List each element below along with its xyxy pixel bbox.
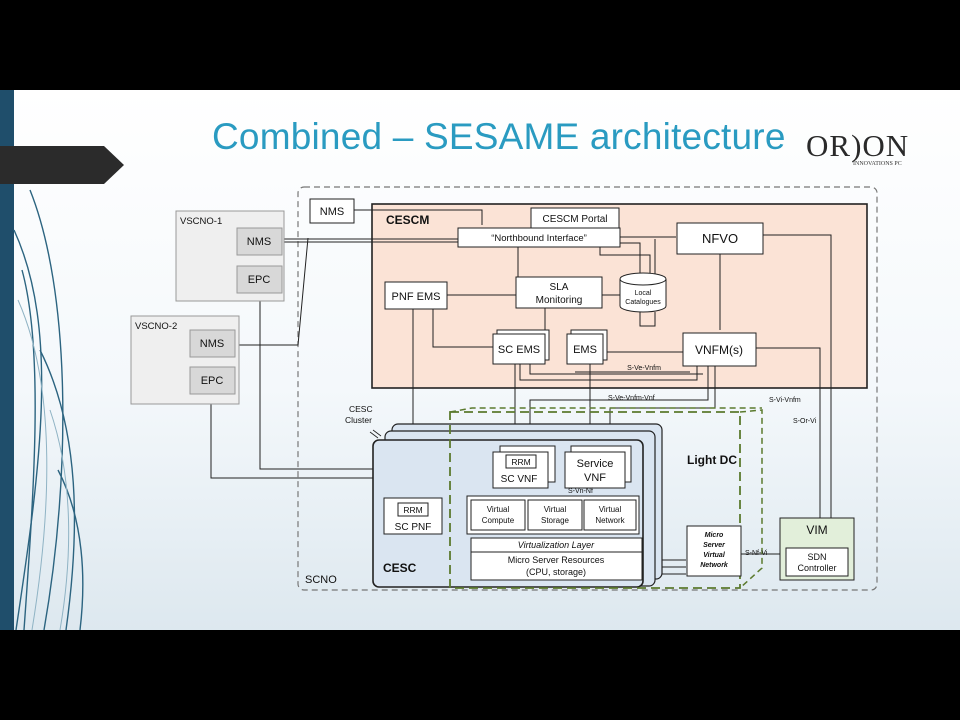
virtual-network-line2: Network — [595, 516, 625, 525]
vscno2-label: VSCNO-2 — [135, 321, 177, 332]
sla-monitoring-box — [515, 276, 603, 309]
nfvo-box — [676, 222, 764, 255]
vscno1-nms-box — [236, 227, 283, 256]
slide-decoration — [0, 90, 124, 630]
database-cylinder-icon — [619, 272, 667, 313]
orion-logo-icon: OR)ON INNOVATIONS PC — [806, 128, 926, 174]
micro-server-resources-box — [470, 551, 643, 581]
rrm-label: RRM — [511, 457, 530, 467]
s-ve-vnfm-vnf-label: S-Ve-Vnfm-Vnf — [608, 395, 655, 402]
msvn-line2: Server — [703, 542, 726, 549]
msvn-line4: Network — [700, 562, 729, 569]
sc-pnf-label: SC PNF — [395, 522, 432, 533]
rrm-box — [505, 454, 537, 469]
cescm-portal-label: CESCM Portal — [542, 214, 607, 225]
msvn-line3: Virtual — [703, 552, 726, 559]
vim-label: VIM — [806, 523, 827, 537]
s-nf-vi-label: S-Nf-Vi — [745, 550, 768, 557]
sdn-controller-line2: Controller — [797, 563, 836, 573]
pnf-rrm-box — [397, 502, 429, 517]
pnf-rrm-label: RRM — [403, 505, 422, 515]
vscno1-epc-label: EPC — [248, 274, 271, 286]
ems-label: EMS — [573, 344, 597, 356]
cescm-label: CESCM — [386, 213, 429, 227]
virtual-storage-line1: Virtual — [544, 505, 567, 514]
nms-top-box — [309, 198, 355, 224]
pnf-ems-label: PNF EMS — [392, 291, 441, 303]
nfvo-label: NFVO — [702, 231, 738, 246]
slide: Combined – SESAME architecture OR)ON INN… — [0, 90, 960, 630]
scno-boundary — [297, 186, 878, 591]
left-edge-bar — [0, 90, 14, 630]
sdn-controller-box — [785, 547, 849, 577]
logo-subtext: INNOVATIONS PC — [853, 161, 902, 167]
vscno2-epc-box — [189, 366, 236, 395]
vscno2-nms-label: NMS — [200, 338, 224, 350]
s-ve-vnfm-label: S-Ve-Vnfm — [627, 365, 661, 372]
northbound-interface-label: “Northbound Interface” — [491, 233, 587, 244]
sdn-controller-line1: SDN — [807, 552, 826, 562]
sla-label-line1: SLA — [550, 282, 569, 293]
cesc-label: CESC — [383, 561, 417, 575]
s-or-vi-label: S-Or-Vi — [793, 418, 817, 425]
vnfm-label: VNFM(s) — [695, 343, 743, 357]
virtual-storage-box — [527, 499, 583, 531]
vscno1-nms-label: NMS — [247, 236, 271, 248]
logo-text: OR)ON — [806, 128, 910, 163]
virtual-network-line1: Virtual — [599, 505, 622, 514]
s-vn-nf-label: S-Vn-Nf — [568, 488, 593, 495]
scno-label: SCNO — [305, 574, 337, 586]
decorative-curves-icon — [13, 189, 84, 630]
micro-server-resources-line2: (CPU, storage) — [526, 567, 586, 577]
virtual-storage-line2: Storage — [541, 516, 570, 525]
s-vi-vnfm-label: S-Vi-Vnfm — [769, 397, 801, 404]
service-vnf-box — [564, 451, 626, 489]
arrow-pentagon-icon — [0, 146, 124, 184]
micro-server-resources-line1: Micro Server Resources — [508, 555, 605, 565]
northbound-interface-box — [457, 227, 621, 248]
vscno2-epc-label: EPC — [201, 375, 224, 387]
virtual-compute-box — [470, 499, 526, 531]
sla-label-line2: Monitoring — [536, 295, 583, 306]
vscno1-epc-box — [236, 265, 283, 294]
sc-vnf-label: SC VNF — [501, 474, 538, 485]
cesc-cluster-line2: Cluster — [345, 415, 372, 425]
pnf-ems-box — [384, 281, 448, 310]
virtualization-layer-label: Virtualization Layer — [518, 540, 595, 550]
cesc-cluster-line1: CESC — [349, 404, 373, 414]
micro-server-virtual-network-box — [686, 525, 742, 577]
msvn-line1: Micro — [705, 532, 724, 539]
nms-top-label: NMS — [320, 206, 344, 218]
vscno1-label: VSCNO-1 — [180, 216, 222, 227]
vscno2-nms-box — [189, 329, 236, 358]
slide-title: Combined – SESAME architecture — [212, 116, 786, 157]
light-dc-label: Light DC — [687, 453, 737, 467]
virtual-compute-line2: Compute — [482, 516, 515, 525]
sc-ems-label: SC EMS — [498, 344, 540, 356]
sc-ems-box — [492, 333, 546, 365]
service-vnf-line1: Service — [577, 458, 614, 470]
architecture-diagram: NMS CESCM CESCM Portal “Northbound Inter… — [130, 186, 878, 591]
virtual-network-box — [583, 499, 637, 531]
light-dc-boundary — [449, 411, 741, 589]
local-catalogues-line1: Local — [635, 290, 652, 297]
vnfm-box — [682, 332, 757, 367]
local-catalogues-line2: Catalogues — [625, 299, 661, 306]
service-vnf-line2: VNF — [584, 472, 606, 484]
virtual-compute-line1: Virtual — [487, 505, 510, 514]
ems-box — [566, 333, 604, 365]
